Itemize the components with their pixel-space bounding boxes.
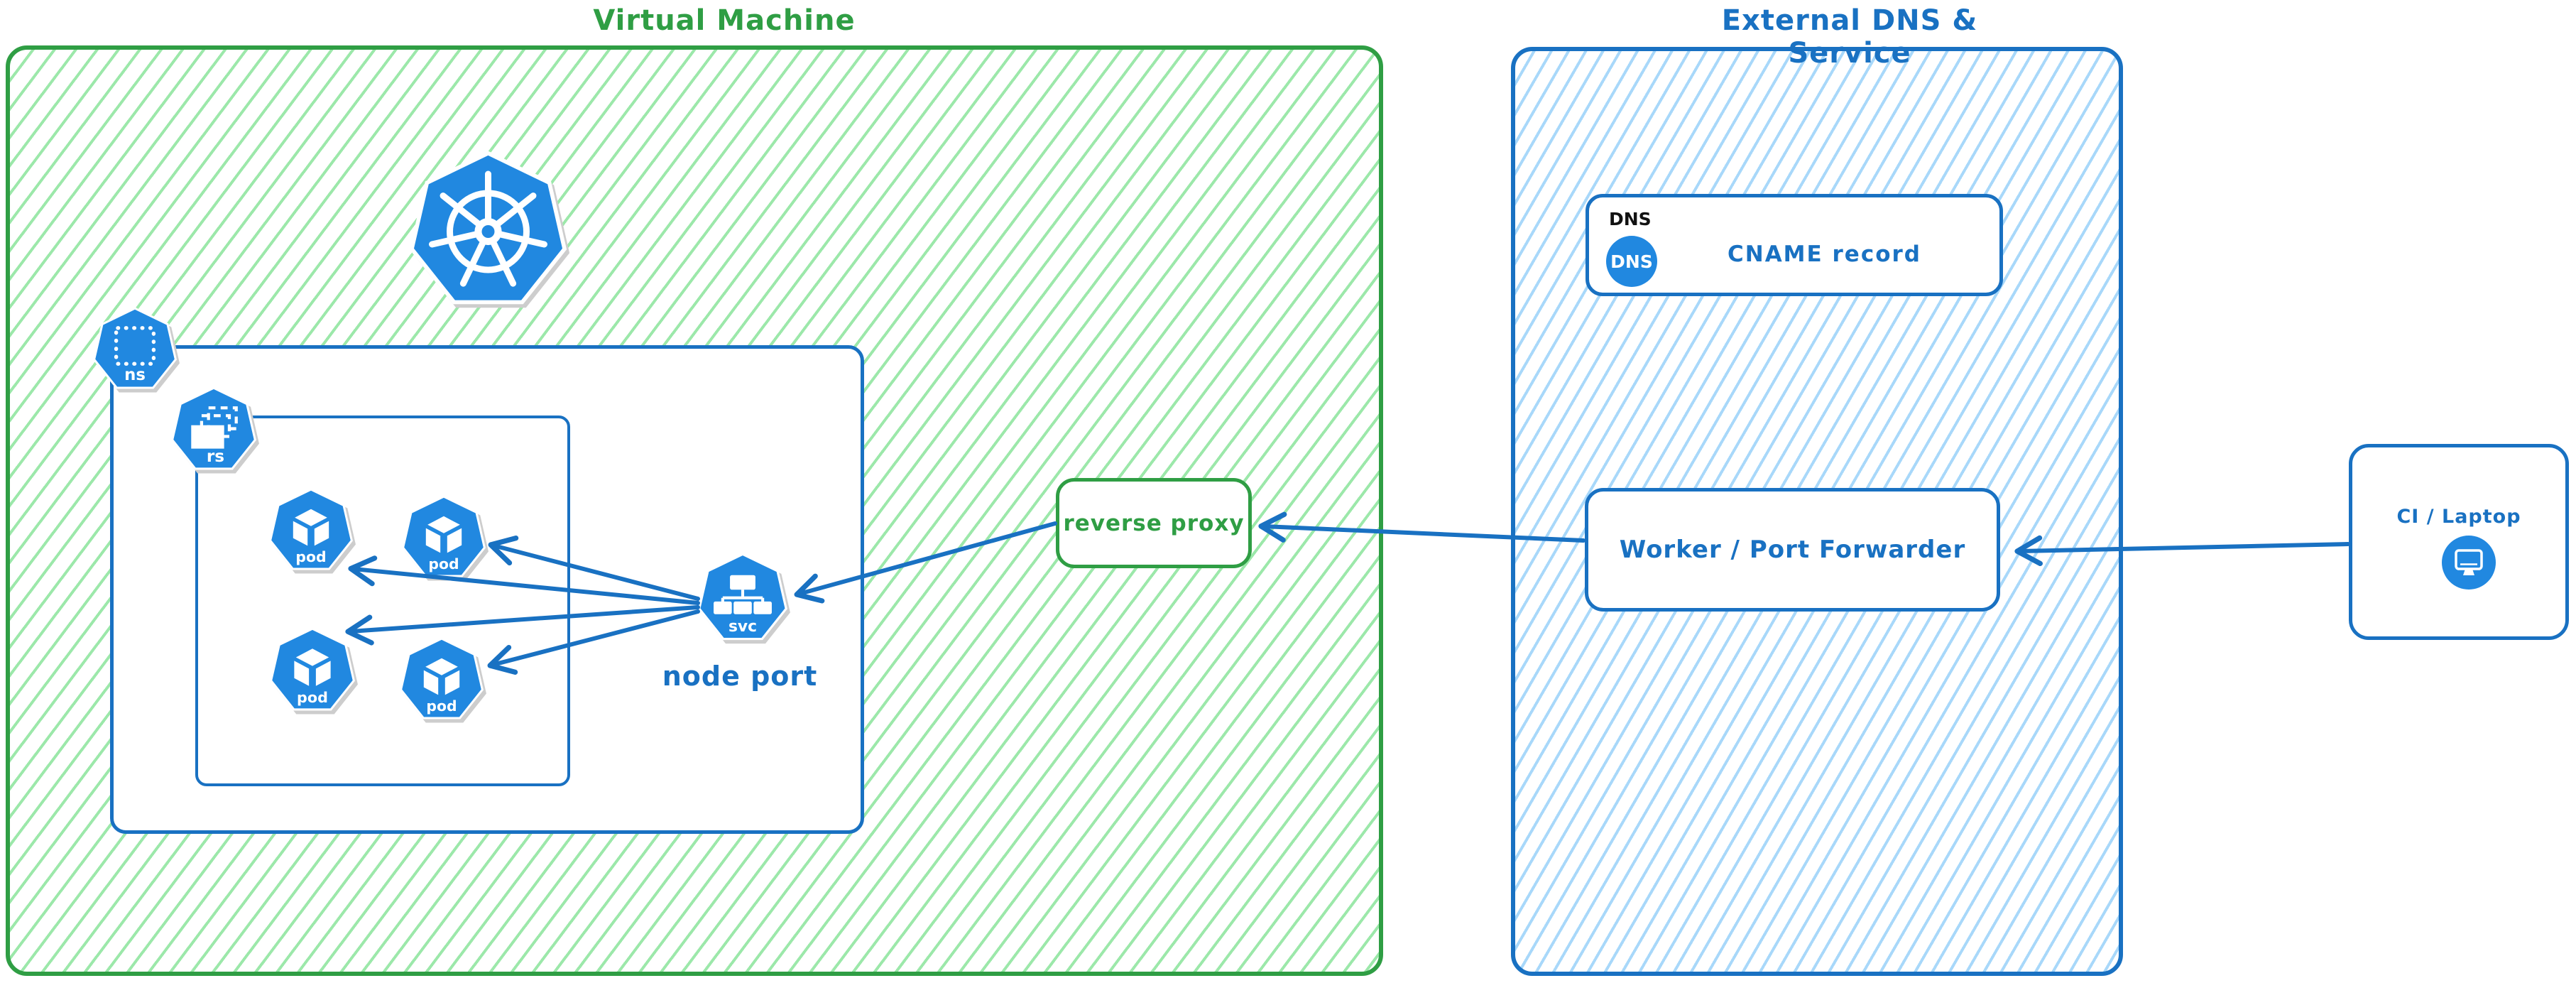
reverse-proxy-label: reverse proxy xyxy=(1063,510,1245,536)
pod-icon: pod xyxy=(400,637,484,719)
cname-record-label: CNAME record xyxy=(1728,241,1921,267)
reverse-proxy-node: reverse proxy xyxy=(1056,478,1252,568)
pod-icon-label: pod xyxy=(297,689,328,706)
service-icon-label: svc xyxy=(728,618,757,636)
namespace-icon: ns xyxy=(93,307,177,389)
virtual-machine-title: Virtual Machine xyxy=(593,4,856,37)
pod-icon-label: pod xyxy=(426,697,457,715)
dns-record-card: DNS DNS CNAME record xyxy=(1586,194,2003,296)
pod-icon: pod xyxy=(269,488,353,570)
pod-icon: pod xyxy=(270,628,355,711)
node-port-label: node port xyxy=(662,661,818,692)
replicaset-icon-label: rs xyxy=(207,447,224,466)
kubernetes-icon xyxy=(409,151,567,305)
pod-icon-label: pod xyxy=(295,548,326,565)
dns-tag: DNS xyxy=(1609,209,1652,229)
external-dns-title: External DNS & Service xyxy=(1721,4,1978,70)
worker-port-forwarder-label: Worker / Port Forwarder xyxy=(1619,536,1966,564)
ci-laptop-node: CI / Laptop xyxy=(2349,444,2569,640)
service-icon: svc xyxy=(698,553,787,641)
dns-icon: DNS xyxy=(1606,236,1657,287)
pod-icon-label: pod xyxy=(428,555,459,572)
replicaset-icon: rs xyxy=(171,387,256,470)
namespace-icon-label: ns xyxy=(124,366,146,384)
ci-laptop-label: CI / Laptop xyxy=(2396,506,2521,528)
pod-icon: pod xyxy=(402,495,486,577)
laptop-icon xyxy=(2442,536,2496,590)
worker-port-forwarder-node: Worker / Port Forwarder xyxy=(1585,488,2000,612)
